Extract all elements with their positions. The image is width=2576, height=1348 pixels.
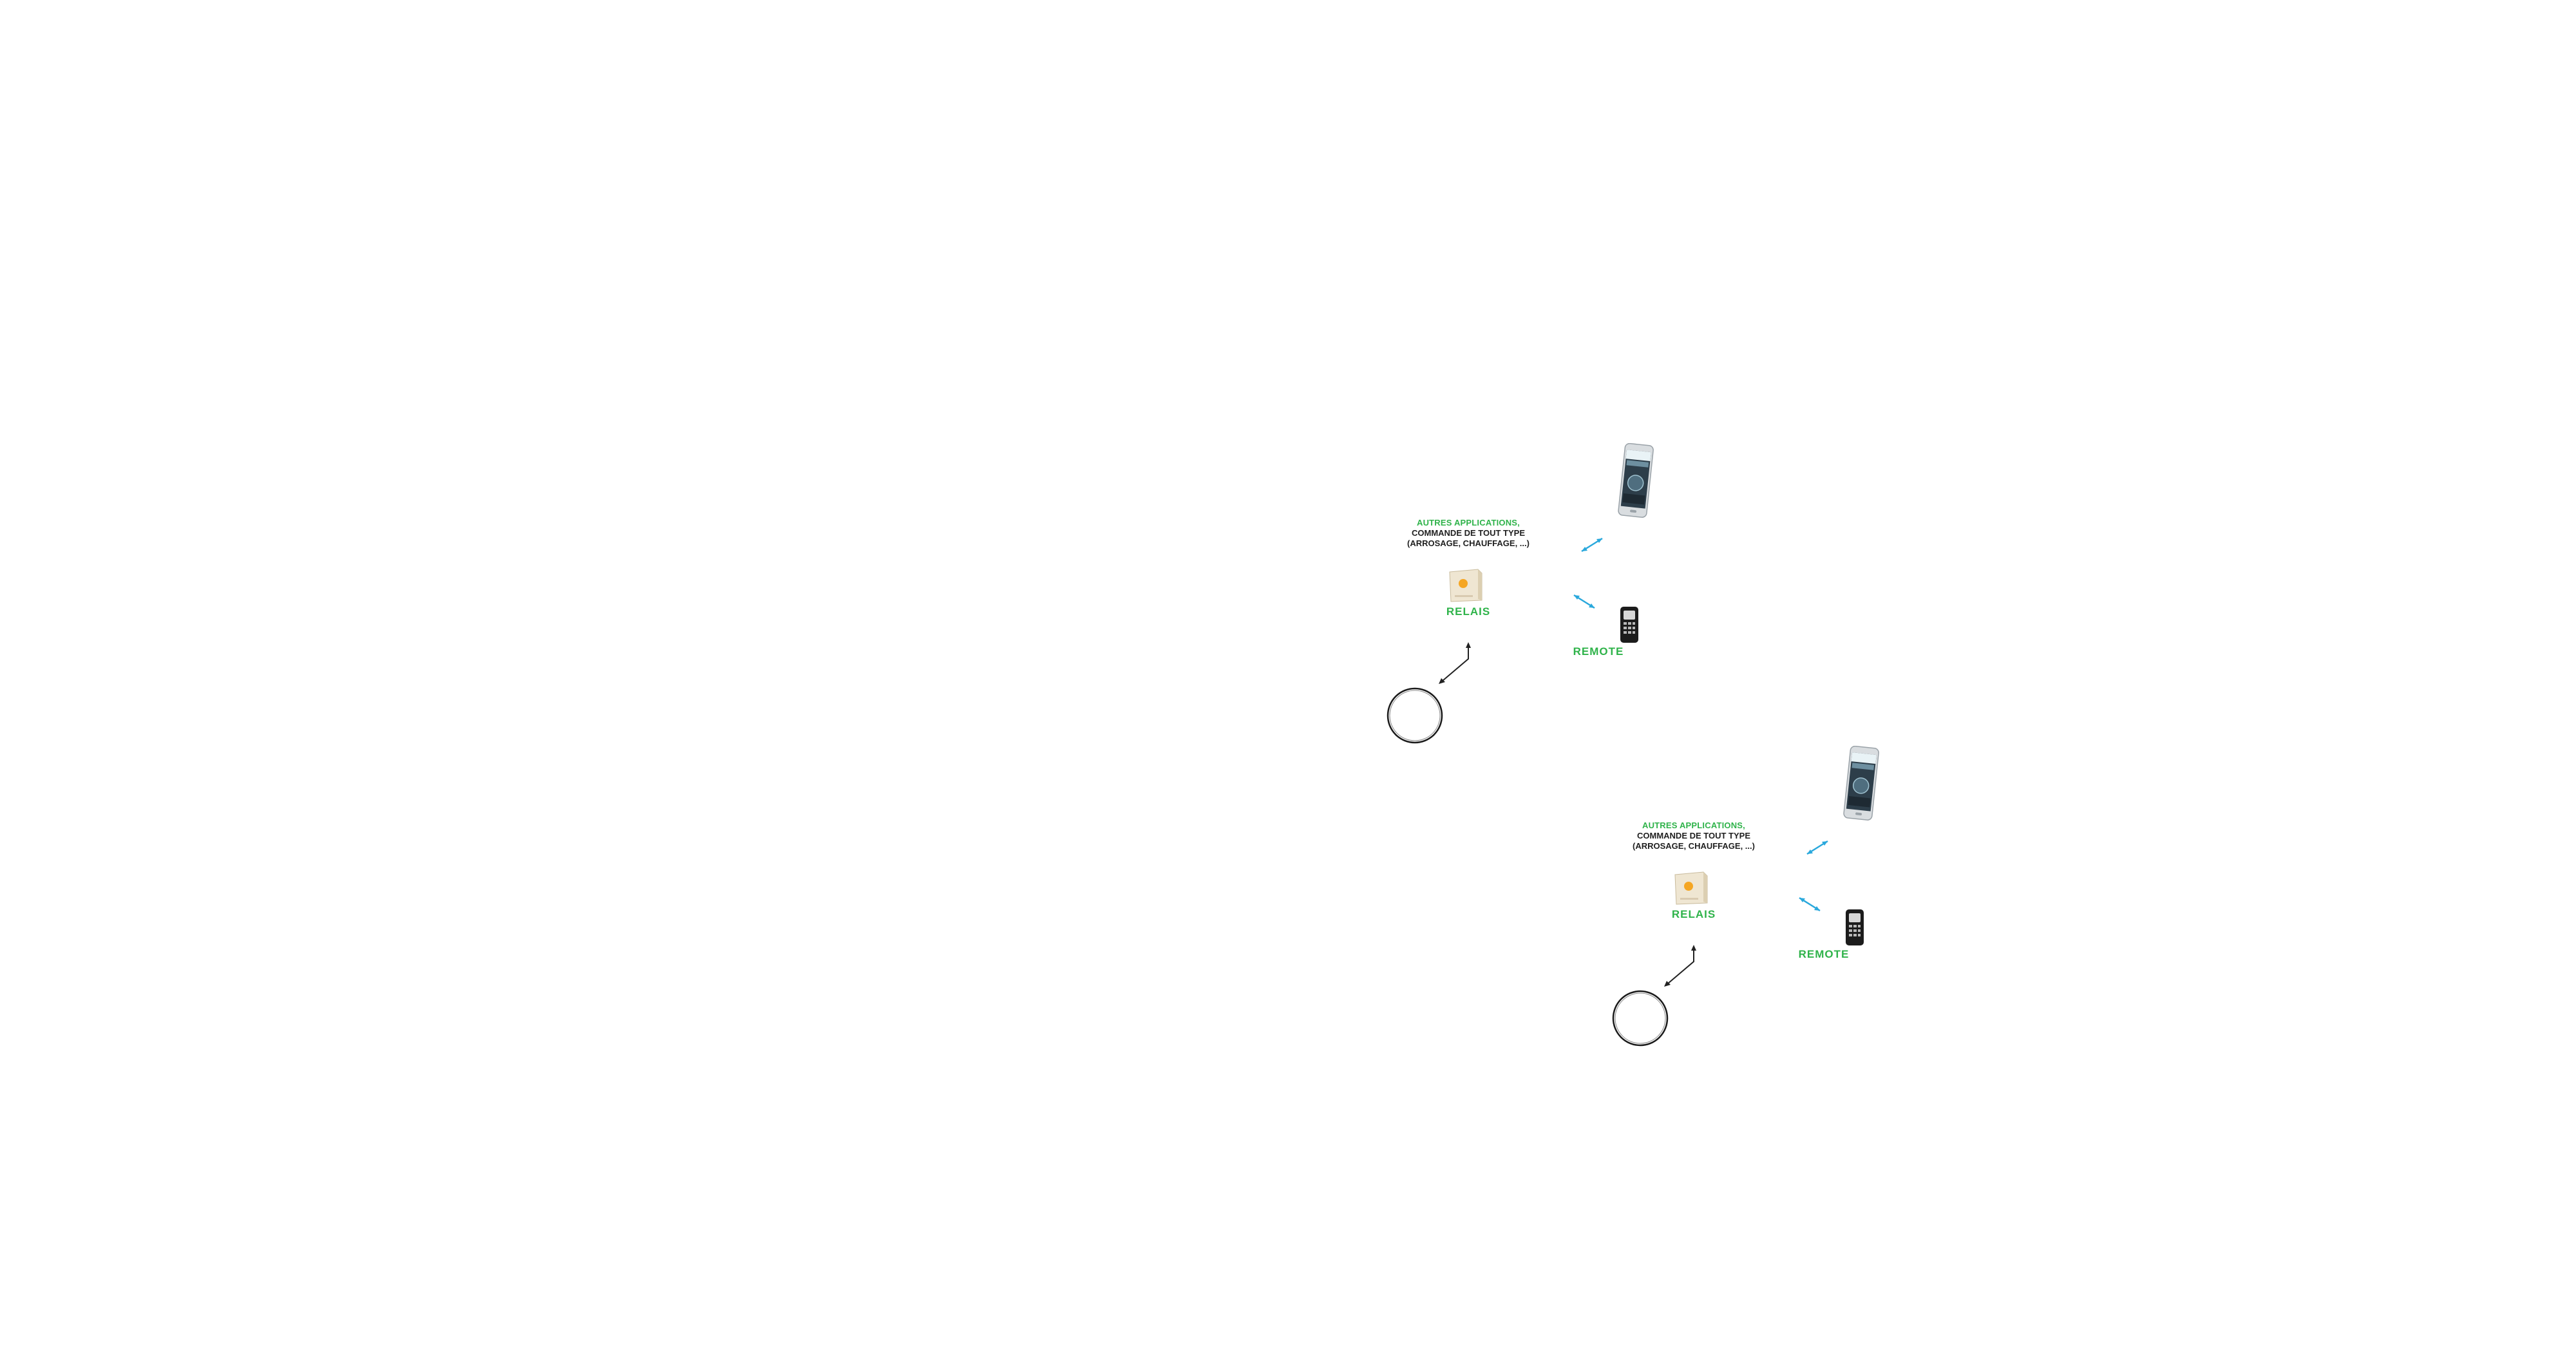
wired-connection-arrow xyxy=(1664,945,1696,987)
remote-control-icon xyxy=(1846,909,1864,945)
sensor-circle-icon xyxy=(1387,687,1443,744)
remote-label: REMOTE xyxy=(1573,645,1624,658)
remote-control-icon xyxy=(1620,607,1638,643)
other-applications-line-1: COMMANDE DE TOUT TYPE xyxy=(1637,831,1750,840)
smartphone-icon xyxy=(1843,746,1879,821)
relais-device-icon xyxy=(1674,871,1708,905)
wireless-link-arrow xyxy=(1573,594,1595,609)
wireless-link-arrow xyxy=(1806,840,1828,855)
other-applications-label: AUTRES APPLICATIONS, COMMANDE DE TOUT TY… xyxy=(1397,518,1539,549)
relais-label: RELAIS xyxy=(1671,908,1716,920)
other-applications-title: AUTRES APPLICATIONS, xyxy=(1642,821,1745,830)
other-applications-line-2: (ARROSAGE, CHAUFFAGE, ...) xyxy=(1633,841,1755,851)
wireless-link-arrow xyxy=(1799,897,1821,912)
wired-connection-arrow xyxy=(1439,642,1471,684)
diagram-2: AUTRES APPLICATIONS, COMMANDE DE TOUT TY… xyxy=(1610,741,2164,1076)
remote-label: REMOTE xyxy=(1798,948,1850,960)
other-applications-line-1: COMMANDE DE TOUT TYPE xyxy=(1412,528,1525,538)
wireless-link-arrow xyxy=(1581,537,1603,553)
relais-label: RELAIS xyxy=(1446,605,1491,618)
smartphone-icon xyxy=(1618,443,1654,518)
sensor-circle-icon xyxy=(1612,990,1669,1047)
other-applications-title: AUTRES APPLICATIONS, xyxy=(1416,518,1520,527)
relais-device-icon xyxy=(1449,569,1482,602)
diagram-1: AUTRES APPLICATIONS, COMMANDE DE TOUT TY… xyxy=(1385,438,1938,773)
other-applications-line-2: (ARROSAGE, CHAUFFAGE, ...) xyxy=(1407,538,1530,548)
other-applications-label: AUTRES APPLICATIONS, COMMANDE DE TOUT TY… xyxy=(1623,821,1765,851)
